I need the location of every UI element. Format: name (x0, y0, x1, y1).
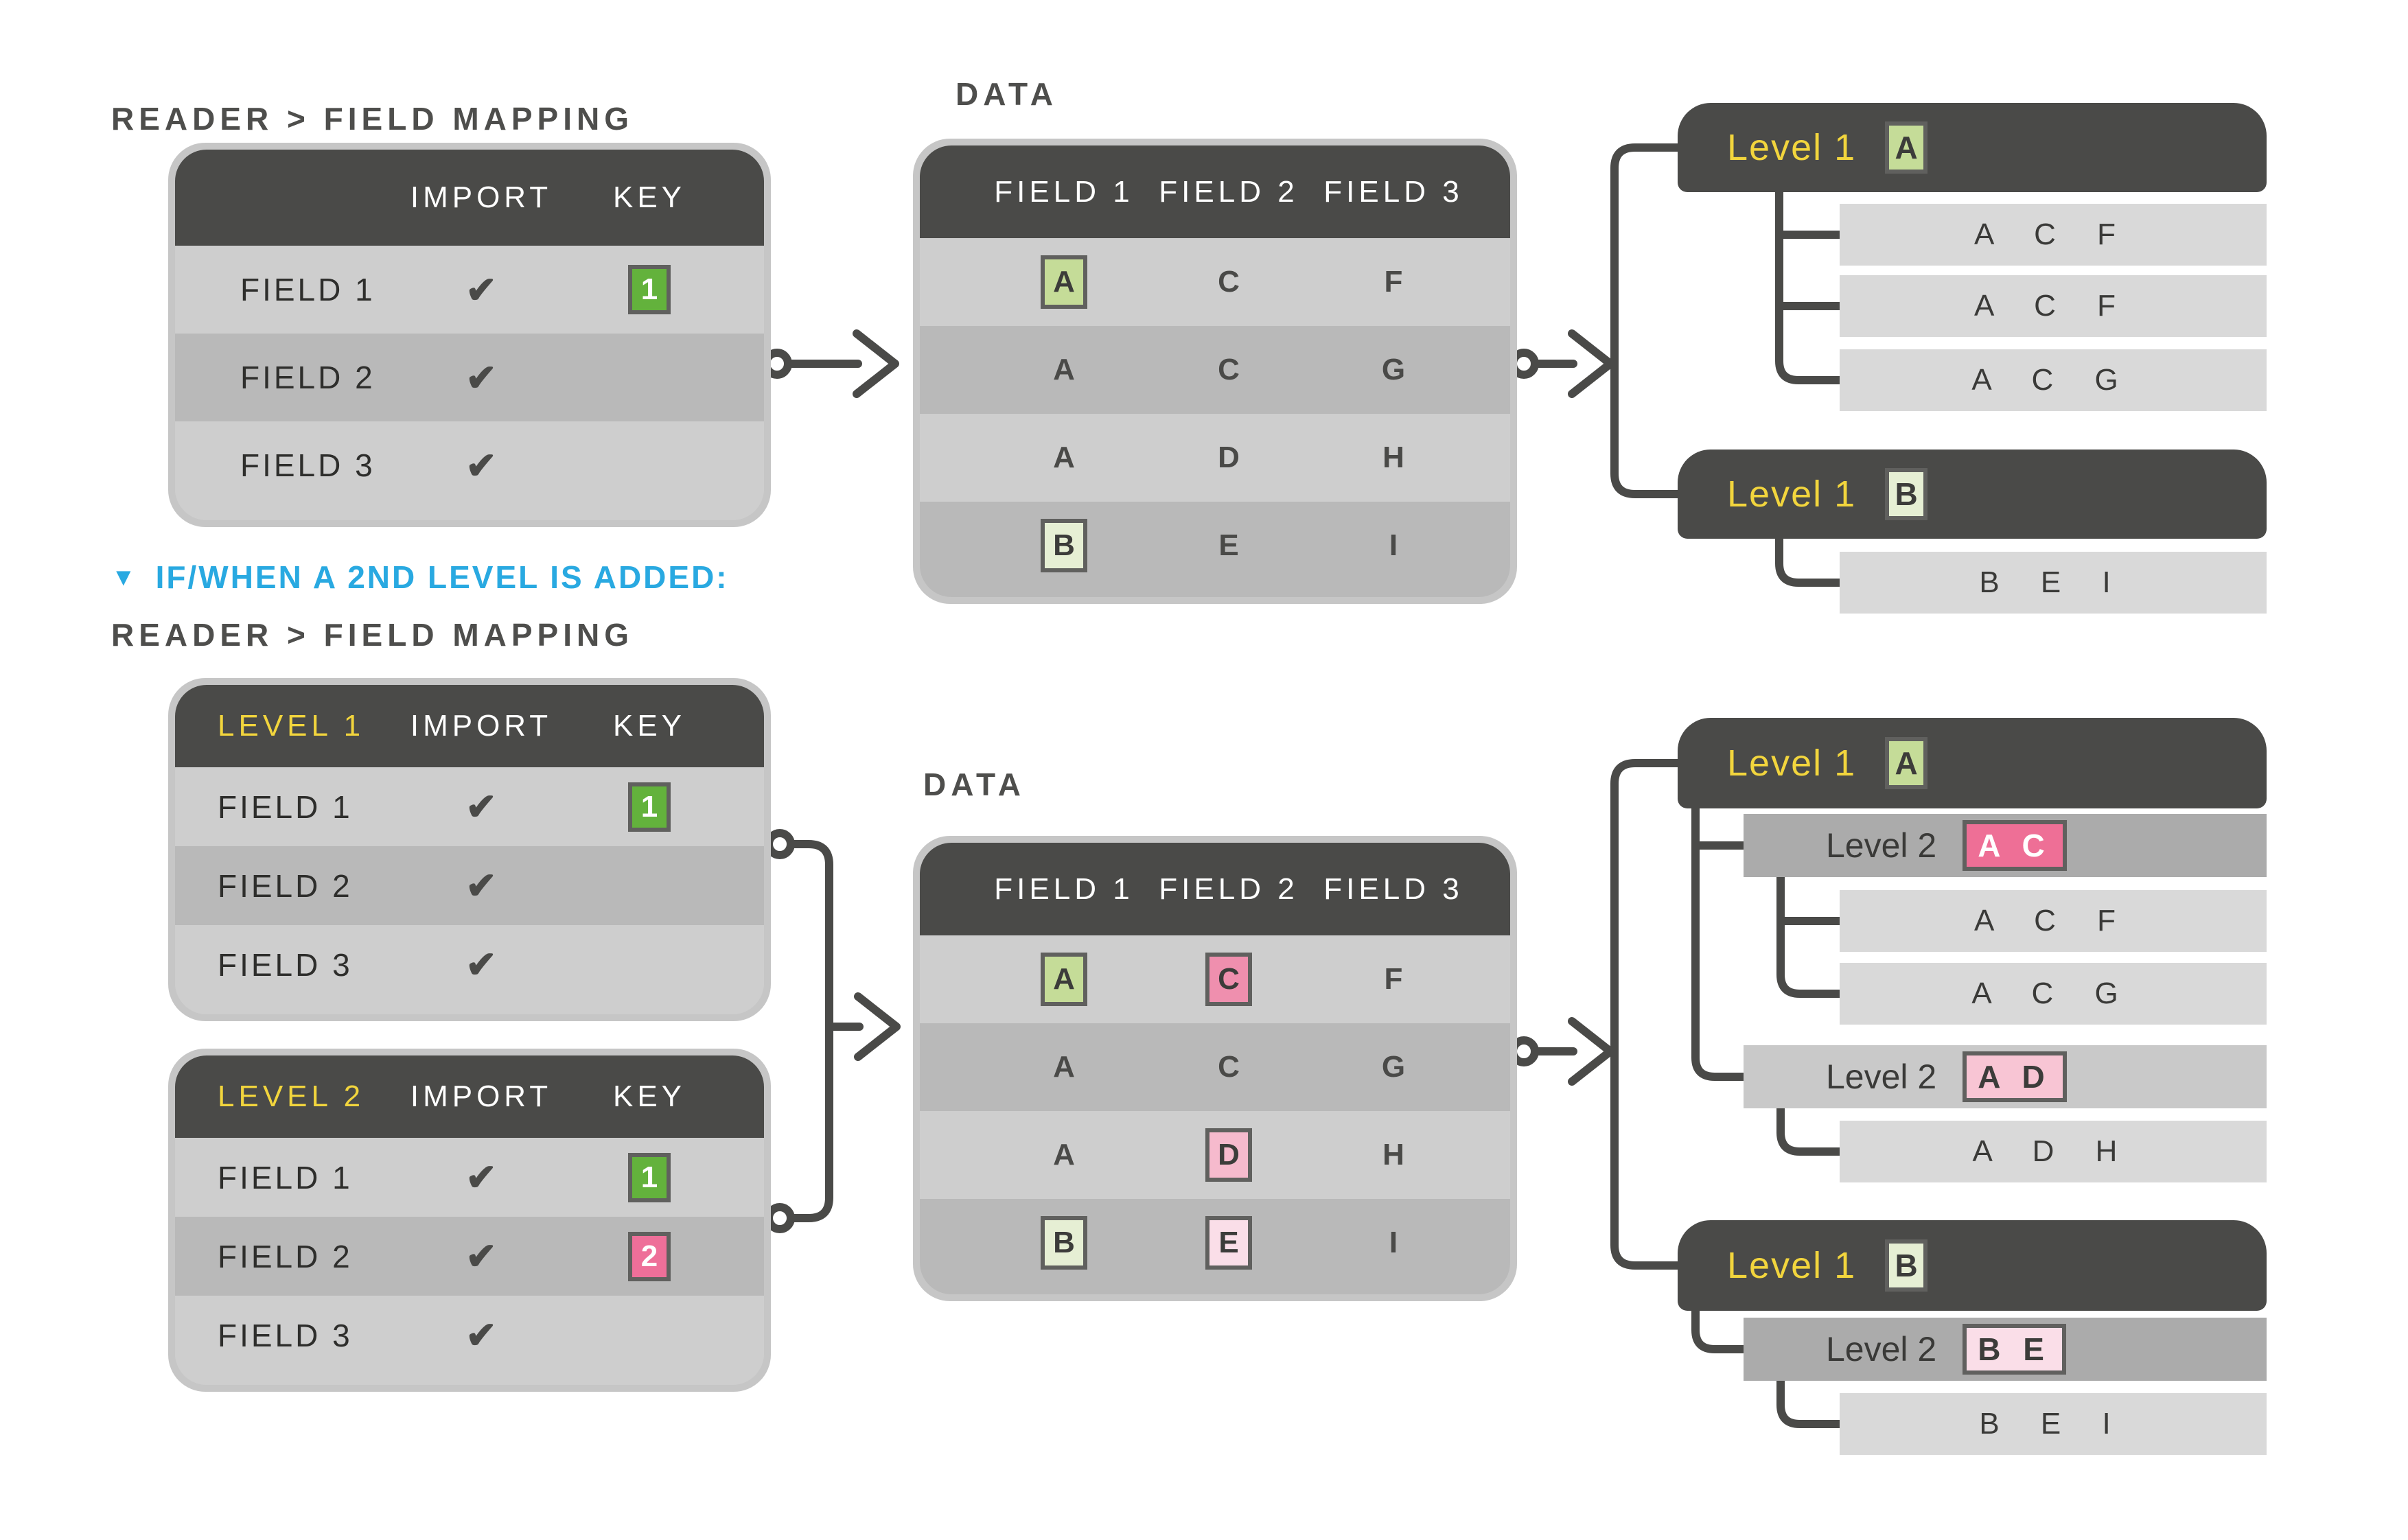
data-table-bottom: FIELD 1 FIELD 2 FIELD 3 A C F A C G (913, 836, 1517, 1301)
tree-leaf-row: A C F (1840, 275, 2267, 337)
table-row: FIELD 2 ✔ (175, 334, 764, 421)
level2-badge-be: B E (1963, 1324, 2066, 1375)
column-key: KEY (612, 180, 686, 214)
key-badge-1: 1 (628, 1152, 671, 1202)
key-cell-c: C (1205, 953, 1252, 1006)
tree-leaf-row: A D H (1840, 1121, 2267, 1182)
level2-header-label: LEVEL 2 (218, 1080, 365, 1113)
table-row: FIELD 1 ✔ 1 (175, 767, 764, 846)
check-icon: ✔ (465, 865, 497, 907)
level1-mapping-table: LEVEL 1 IMPORT KEY FIELD 1 ✔ 1 FIELD 2 ✔… (168, 678, 771, 1021)
key-badge-2: 2 (628, 1231, 671, 1281)
table-row: FIELD 1 ✔ 1 (175, 1138, 764, 1217)
check-icon: ✔ (465, 786, 497, 828)
table-row: FIELD 3 ✔ (175, 421, 764, 509)
data-row: A C F (920, 935, 1510, 1023)
data-row: A C G (920, 326, 1510, 414)
check-icon: ✔ (465, 269, 497, 311)
triangle-down-icon: ▼ (111, 563, 138, 591)
level2-bar-ac: Level 2 A C (1744, 814, 2267, 877)
column-import: IMPORT (410, 180, 553, 214)
second-level-callout: ▼ IF/WHEN A 2ND LEVEL IS ADDED: (111, 559, 729, 596)
table-header: LEVEL 1 IMPORT KEY (175, 685, 764, 767)
tree-leaf-row: A C G (1840, 963, 2267, 1025)
data-row: A C G (920, 1023, 1510, 1111)
level2-mapping-table: LEVEL 2 IMPORT KEY FIELD 1 ✔ 1 FIELD 2 ✔… (168, 1049, 771, 1392)
header-badge-a: A (1885, 737, 1928, 789)
data-row: B E I (920, 502, 1510, 590)
header-badge-b: B (1885, 468, 1928, 520)
data-row: A D H (920, 414, 1510, 502)
table-row: FIELD 3 ✔ (175, 925, 764, 1004)
check-icon: ✔ (465, 357, 497, 399)
tree-leaf-row: B E I (1840, 1393, 2267, 1455)
data-row: A C F (920, 238, 1510, 326)
key-cell-b: B (1041, 519, 1087, 572)
key-cell-b: B (1041, 1216, 1087, 1270)
tree-header-level1-a: Level 1 A (1678, 103, 2267, 192)
connector-levels-to-data (765, 829, 901, 1233)
data-label-bottom: DATA (923, 767, 1026, 802)
data-table-top: FIELD 1 FIELD 2 FIELD 3 A C F A C G (913, 139, 1517, 604)
data-row: B E I (920, 1199, 1510, 1287)
key-cell-d: D (1205, 1128, 1252, 1182)
reader-mapping-table: IMPORT KEY FIELD 1 ✔ 1 FIELD 2 ✔ FIELD 3… (168, 143, 771, 527)
header-badge-a: A (1885, 121, 1928, 174)
level2-bar-be: Level 2 B E (1744, 1318, 2267, 1381)
level1-header-label: LEVEL 1 (218, 709, 365, 743)
connector-reader-to-data (762, 329, 899, 398)
key-cell-a: A (1041, 953, 1087, 1006)
connector-data-to-tree-bottom (1509, 1017, 1614, 1086)
callout-text: IF/WHEN A 2ND LEVEL IS ADDED: (155, 559, 729, 595)
table-header: IMPORT KEY (175, 150, 764, 246)
table-header: LEVEL 2 IMPORT KEY (175, 1055, 764, 1138)
tree-header-level1-a: Level 1 A (1678, 718, 2267, 808)
data-row: A D H (920, 1111, 1510, 1199)
key-badge-1: 1 (628, 782, 671, 832)
table-header: FIELD 1 FIELD 2 FIELD 3 (920, 145, 1510, 238)
tree-leaf-row: A C G (1840, 349, 2267, 411)
tree-leaf-row: A C F (1840, 204, 2267, 266)
table-row: FIELD 2 ✔ (175, 846, 764, 925)
section-top-title: READER > FIELD MAPPING (111, 101, 634, 137)
table-row: FIELD 2 ✔ 2 (175, 1217, 764, 1296)
data-label-top: DATA (956, 76, 1058, 112)
tree-leaf-row: A C F (1840, 890, 2267, 952)
level2-badge-ac: A C (1963, 820, 2067, 871)
tree-leaf-row: B E I (1840, 552, 2267, 614)
table-row: FIELD 1 ✔ 1 (175, 246, 764, 334)
key-cell-a: A (1041, 255, 1087, 309)
tree-header-level1-b: Level 1 B (1678, 1220, 2267, 1311)
table-header: FIELD 1 FIELD 2 FIELD 3 (920, 843, 1510, 935)
level2-badge-ad: A D (1963, 1051, 2067, 1102)
key-badge-1: 1 (628, 265, 671, 314)
connector-data-to-tree-top (1509, 329, 1614, 398)
level2-bar-ad: Level 2 A D (1744, 1045, 2267, 1108)
table-row: FIELD 3 ✔ (175, 1296, 764, 1375)
key-cell-e: E (1205, 1216, 1252, 1270)
check-icon: ✔ (465, 1157, 497, 1198)
check-icon: ✔ (465, 1236, 497, 1277)
check-icon: ✔ (465, 445, 497, 487)
check-icon: ✔ (465, 1315, 497, 1356)
check-icon: ✔ (465, 944, 497, 985)
header-badge-b: B (1885, 1239, 1928, 1292)
tree-header-level1-b: Level 1 B (1678, 450, 2267, 539)
section-bottom-title: READER > FIELD MAPPING (111, 617, 634, 653)
